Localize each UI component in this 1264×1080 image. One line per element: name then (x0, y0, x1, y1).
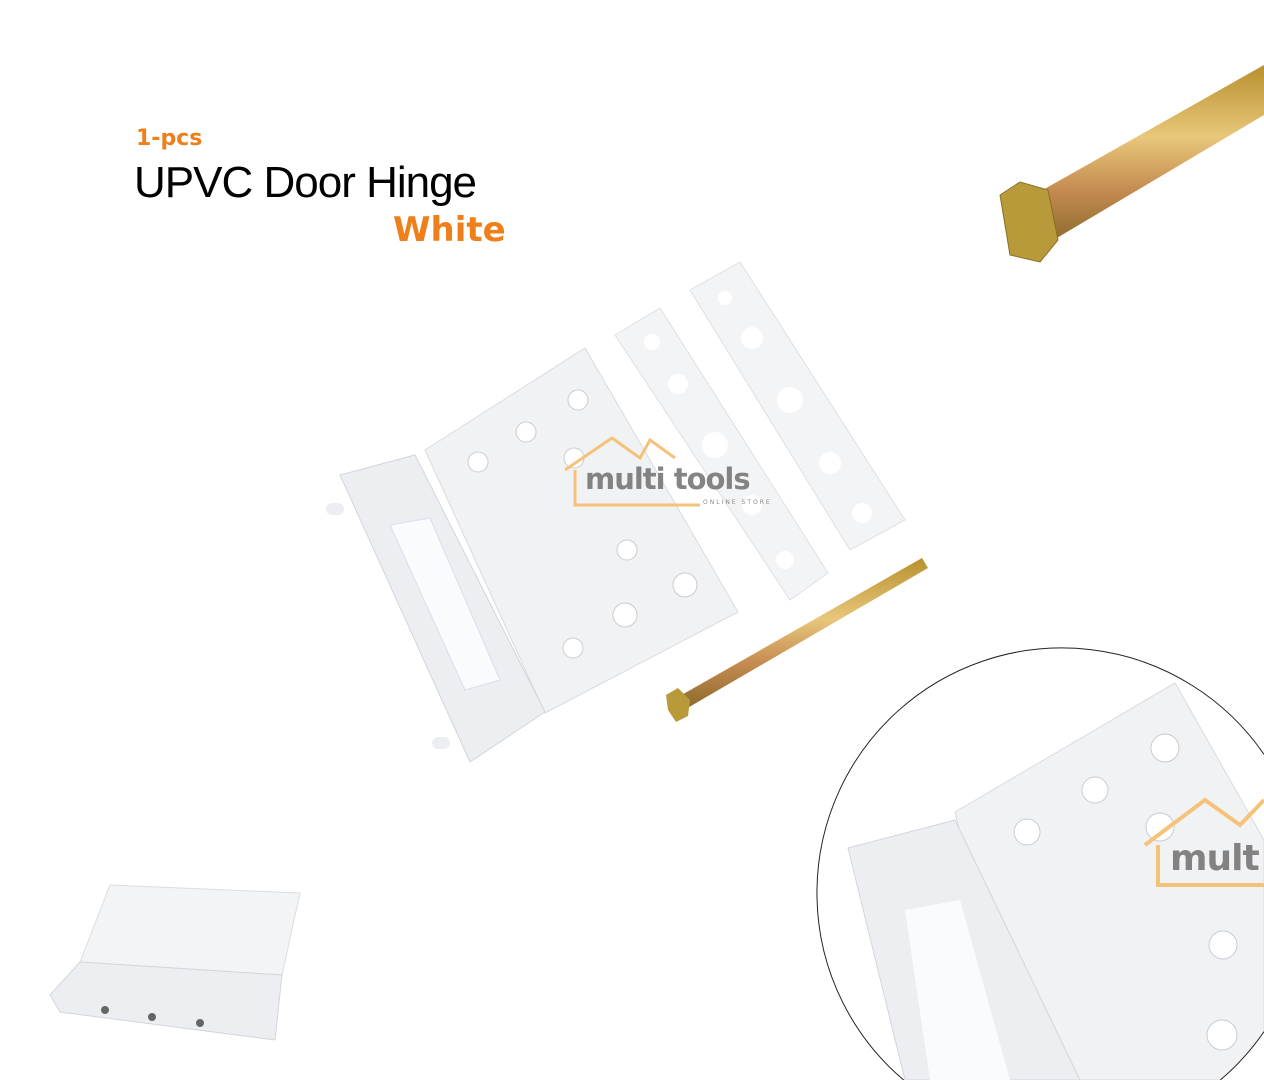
detail-zoom-circle (816, 647, 1264, 1080)
watermark-brand: multi tools (585, 462, 751, 496)
pin-closeup (999, 65, 1264, 263)
mounting-plate (614, 307, 829, 601)
mounting-plate (689, 261, 906, 551)
hinge-pin (666, 558, 928, 722)
watermark-tagline: ONLINE STORE (703, 499, 772, 506)
quantity-label: 1-pcs (136, 126, 203, 151)
house-logo-icon (564, 436, 700, 507)
watermark-brand-zoomed: mult (1170, 838, 1260, 879)
color-label: White (393, 210, 506, 250)
hinge-side-view (49, 884, 301, 1041)
product-title: UPVC Door Hinge (134, 158, 477, 207)
hinge-main (326, 347, 739, 763)
